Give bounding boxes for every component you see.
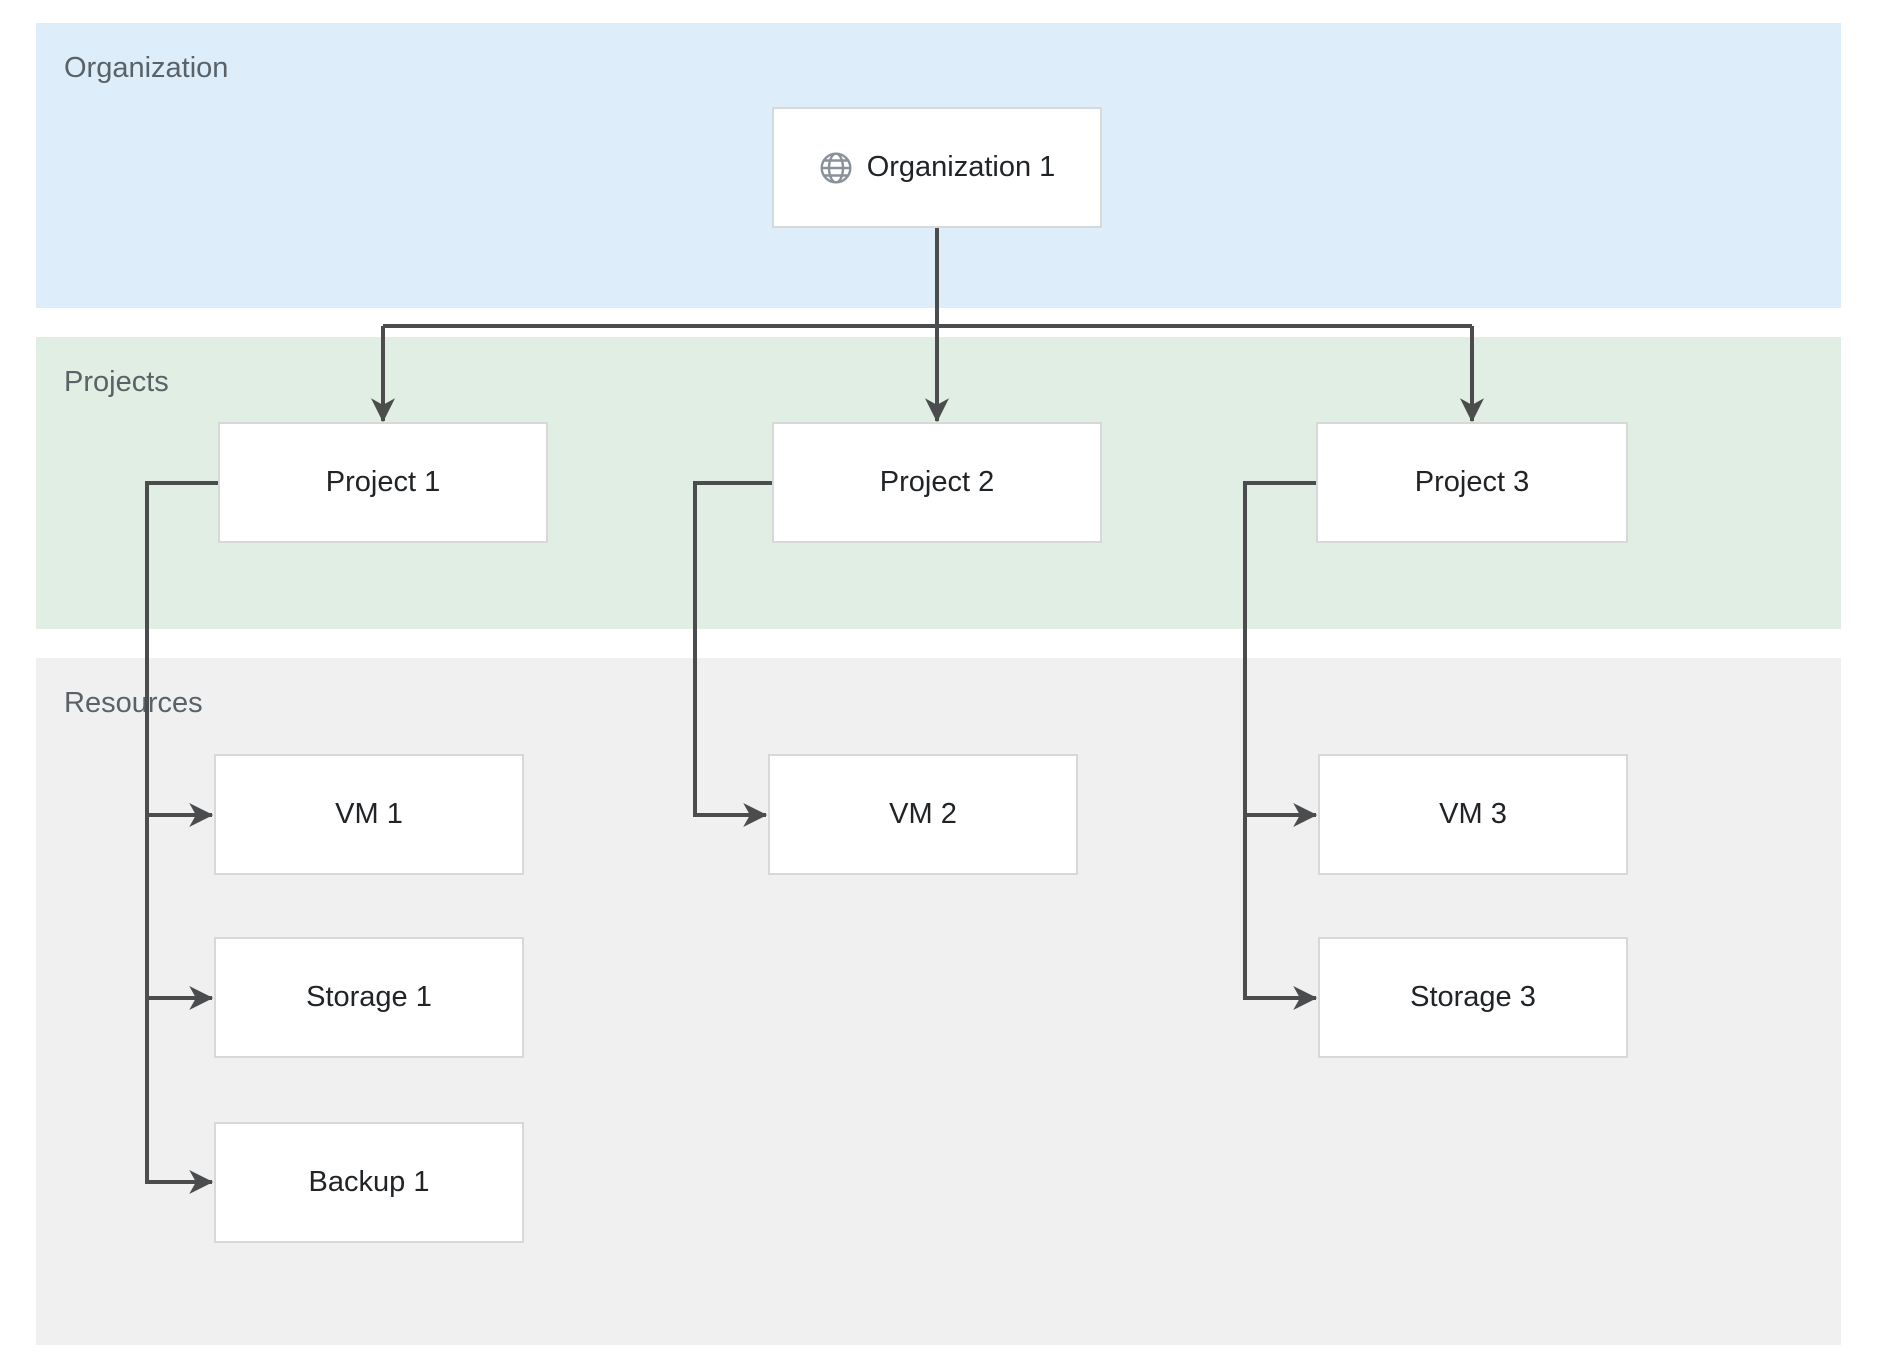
node-label: Project 1 <box>325 466 441 498</box>
band-organization-label: Organization <box>64 52 229 84</box>
node-vm-3[interactable]: VM 3 <box>1318 754 1628 875</box>
node-storage-3[interactable]: Storage 3 <box>1318 937 1628 1058</box>
node-label: VM 2 <box>889 798 957 830</box>
node-backup-1[interactable]: Backup 1 <box>214 1122 524 1243</box>
node-label: VM 1 <box>335 798 403 830</box>
node-project-3[interactable]: Project 3 <box>1316 422 1628 543</box>
band-projects-label: Projects <box>64 366 169 398</box>
node-storage-1[interactable]: Storage 1 <box>214 937 524 1058</box>
node-label: Organization 1 <box>866 151 1056 183</box>
node-project-1[interactable]: Project 1 <box>218 422 548 543</box>
band-resources-label: Resources <box>64 687 203 719</box>
node-label: VM 3 <box>1439 798 1507 830</box>
node-label: Storage 1 <box>306 981 432 1013</box>
node-organization-1[interactable]: Organization 1 <box>772 107 1102 228</box>
node-label: Backup 1 <box>308 1166 430 1198</box>
node-label: Project 2 <box>879 466 995 498</box>
node-vm-2[interactable]: VM 2 <box>768 754 1078 875</box>
node-label: Project 3 <box>1414 466 1530 498</box>
node-label: Storage 3 <box>1410 981 1536 1013</box>
node-project-2[interactable]: Project 2 <box>772 422 1102 543</box>
globe-icon <box>819 151 853 185</box>
node-vm-1[interactable]: VM 1 <box>214 754 524 875</box>
